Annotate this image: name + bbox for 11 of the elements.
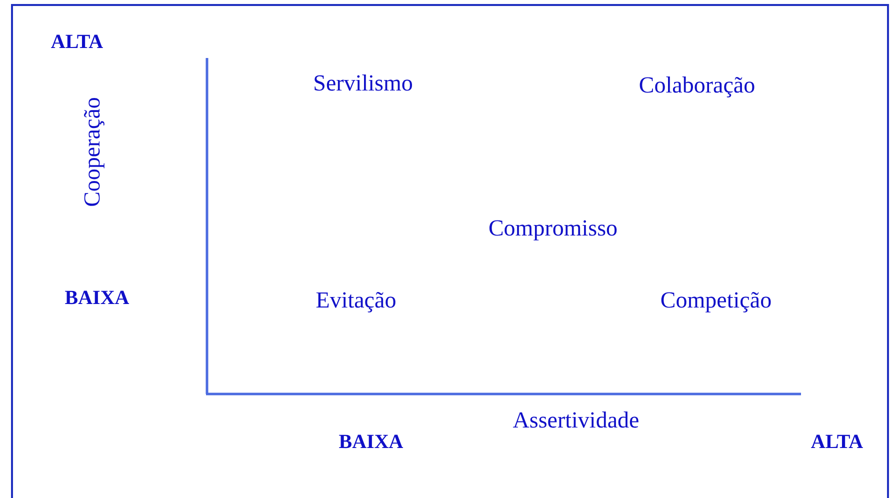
quadrant-label: Colaboração bbox=[638, 74, 756, 96]
quadrant-label: Competição bbox=[660, 288, 772, 312]
axis-title: Cooperação bbox=[80, 97, 104, 207]
axis-level-label: BAIXA bbox=[338, 432, 404, 452]
quadrant-label: Servilismo bbox=[313, 72, 413, 94]
quadrant-label: Compromisso bbox=[488, 216, 618, 240]
axis-title: Assertividade bbox=[512, 408, 640, 432]
axis-level-label: BAIXA bbox=[64, 288, 130, 308]
axis-level-label: ALTA bbox=[810, 432, 864, 452]
axis-level-label: ALTA bbox=[50, 32, 104, 52]
quadrant-label: Evitação bbox=[316, 288, 396, 312]
